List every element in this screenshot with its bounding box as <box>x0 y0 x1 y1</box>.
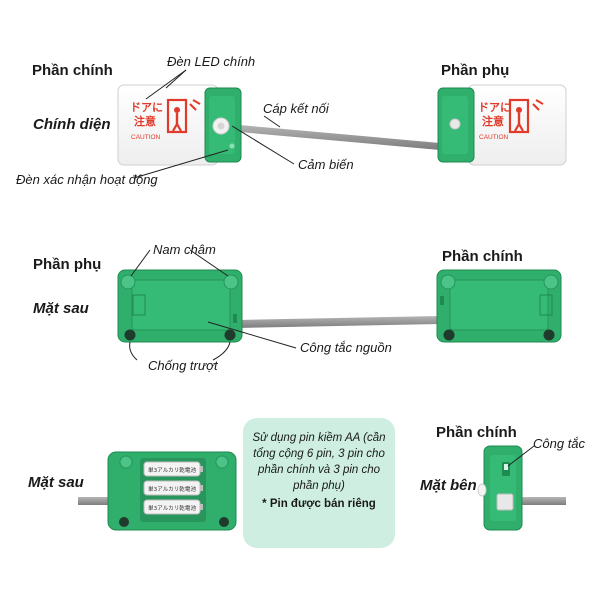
anti-slip-right-icon <box>224 329 236 341</box>
row3-back-view-title: Mặt sau <box>28 474 84 491</box>
power-switch-label: Công tắc nguồn <box>300 340 392 355</box>
sub-unit-front <box>437 84 567 166</box>
magnet-right-icon <box>223 274 239 290</box>
main-sign-caution: CAUTION <box>131 134 161 141</box>
row3-leaders <box>507 445 535 467</box>
power-switch-icon <box>233 314 237 323</box>
row3-side-view-title: Mặt bên <box>420 477 477 494</box>
door-icon <box>166 98 188 134</box>
row2-leaders <box>129 249 297 361</box>
row2-sub-unit-title: Phần phụ <box>33 256 102 273</box>
battery-sold-note: * Pin được bán riêng <box>262 498 376 510</box>
cable-label: Cáp kết nối <box>263 101 329 116</box>
row1-view-title: Chính diện <box>33 116 111 133</box>
main-sign-jp-2: 注意 <box>134 114 156 128</box>
battery-callout: Sử dụng pin kiềm AA (cần tổng cộng 6 pin… <box>243 418 395 548</box>
row1-sub-unit-title: Phần phụ <box>441 62 510 79</box>
sub-door-icon <box>508 98 530 134</box>
main-unit-side <box>477 445 566 531</box>
battery-note: Sử dụng pin kiềm AA (cần tổng cộng 6 pin… <box>252 432 386 492</box>
row1-main-unit-title: Phần chính <box>32 62 113 79</box>
battery-icon <box>143 480 203 496</box>
sub-sensor-icon <box>449 118 461 130</box>
status-light-label: Đèn xác nhận hoạt động <box>16 172 158 187</box>
row1-leaders <box>133 69 295 179</box>
main-unit-front <box>117 84 242 166</box>
sensor-label: Cảm biến <box>298 157 354 172</box>
main-sign-jp-1: ドアに <box>130 101 163 114</box>
main-unit-battery <box>107 451 237 531</box>
battery-label-3: 単3アルカリ乾電池 <box>148 504 196 512</box>
row2-view-title: Mặt sau <box>33 300 89 317</box>
battery-icon <box>143 499 203 515</box>
battery-icon <box>143 461 203 477</box>
main-led-label: Đèn LED chính <box>167 54 256 69</box>
sub-sign-caution: CAUTION <box>479 134 509 141</box>
cable-back-bottom <box>78 497 110 505</box>
side-switch-label: Công tắc <box>533 436 586 451</box>
sub-sign-jp-1: ドアに <box>478 101 511 114</box>
anti-slip-left-icon <box>124 329 136 341</box>
sub-unit-back <box>117 269 243 343</box>
magnet-label: Nam châm <box>153 242 216 257</box>
magnet-left-icon <box>120 274 136 290</box>
battery-label-2: 単3アルカリ乾電池 <box>148 485 196 493</box>
cable-front <box>228 124 440 150</box>
row2-main-unit-title: Phần chính <box>442 248 523 265</box>
battery-label-1: 単3アルカリ乾電池 <box>148 466 196 474</box>
cable-back <box>238 316 440 328</box>
status-light-icon <box>229 143 235 149</box>
row3-main-unit-title: Phần chính <box>436 424 517 441</box>
anti-slip-label: Chống trượt <box>148 358 218 373</box>
main-unit-back <box>436 269 562 343</box>
sub-sign-jp-2: 注意 <box>482 114 504 128</box>
